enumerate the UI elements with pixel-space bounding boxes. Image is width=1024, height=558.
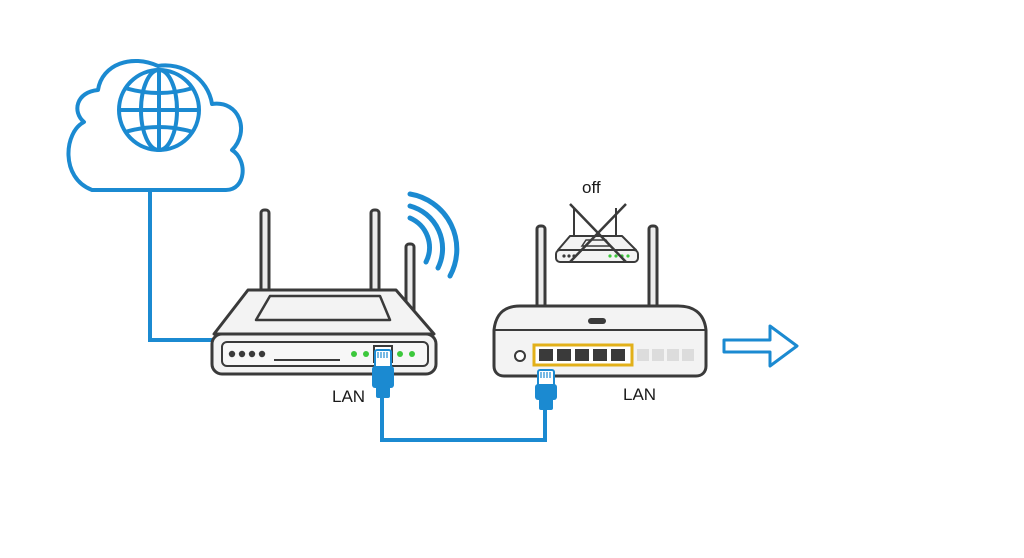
arrow-right-icon: [722, 324, 799, 368]
internet-cable: [148, 190, 214, 342]
crossed-router-icon: [555, 203, 639, 263]
power-button: [514, 350, 526, 362]
antenna: [647, 224, 659, 310]
ethernet-plug-icon: [535, 369, 557, 410]
power-indicators: [228, 350, 266, 358]
main-router: [210, 208, 438, 376]
globe-icon: [117, 68, 201, 152]
lan-ports: [539, 349, 625, 361]
cross-line: [569, 203, 627, 263]
antenna: [369, 208, 381, 294]
lan-cable: [380, 398, 547, 442]
main-router-lan-label: LAN: [332, 387, 365, 406]
logo-slot: [588, 318, 606, 324]
secondary-router-lan-label: LAN: [623, 385, 656, 404]
status-leds: [351, 351, 415, 357]
unused-ports: [637, 349, 694, 361]
cloud-globe-icon: [66, 58, 245, 192]
off-label: off: [582, 178, 601, 197]
router-top-panel: [254, 294, 392, 322]
wifi-signal-icon: [407, 191, 460, 279]
antenna: [259, 208, 271, 294]
secondary-router: [492, 224, 708, 378]
antenna: [535, 224, 547, 310]
ethernet-plug-icon: [372, 349, 394, 398]
